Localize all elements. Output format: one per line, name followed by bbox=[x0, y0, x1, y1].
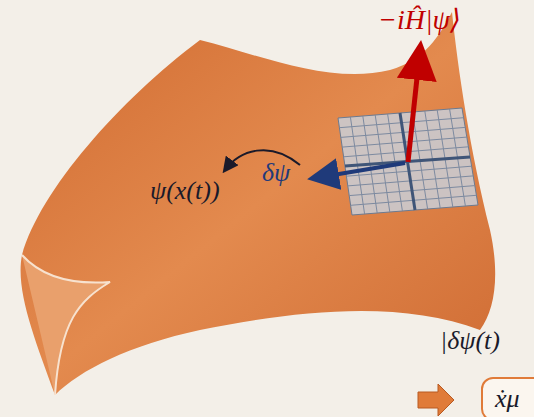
trajectory-label: ψ(x(t)) bbox=[150, 178, 220, 204]
implies-arrow bbox=[418, 384, 454, 416]
result-text: ẋμ bbox=[495, 384, 520, 414]
result-box: ẋμ bbox=[481, 377, 534, 417]
variation-label: δψ bbox=[262, 160, 290, 186]
variation-time-label: |δψ(t) bbox=[440, 328, 500, 354]
manifold-fold bbox=[22, 255, 110, 395]
hamiltonian-label: −iĤ|ψ⟩ bbox=[378, 6, 461, 34]
hamiltonian-arrow bbox=[408, 50, 420, 162]
manifold-surface bbox=[21, 12, 496, 395]
variation-arrow bbox=[315, 163, 405, 178]
